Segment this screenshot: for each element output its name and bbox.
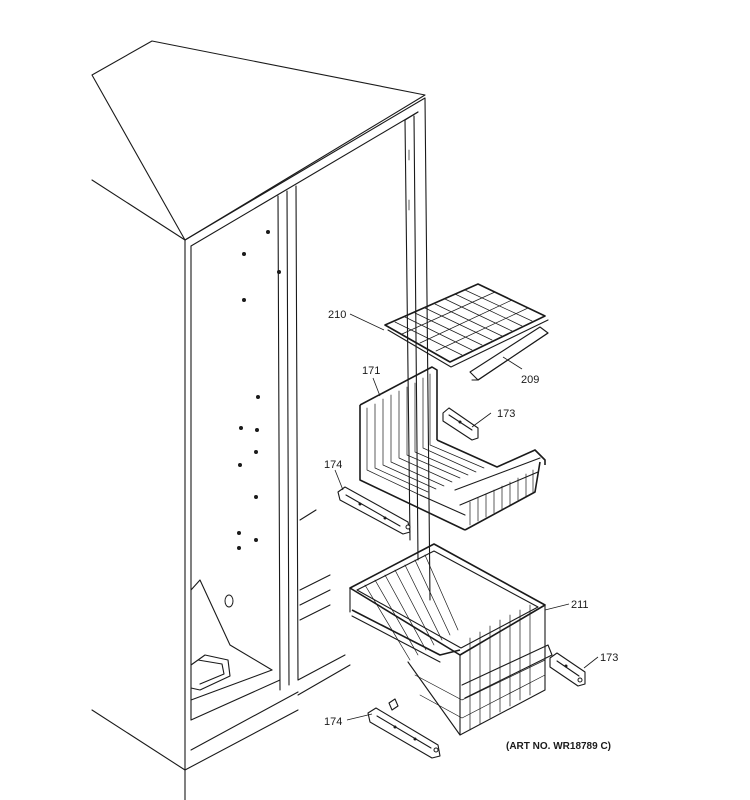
slide-rail-173-upper (442, 407, 479, 441)
label-171: 171 (362, 365, 380, 377)
shelf-trim-209 (469, 326, 549, 381)
label-174-lower: 174 (324, 716, 342, 728)
slide-rail-174-lower (367, 698, 441, 759)
label-209: 209 (521, 374, 539, 386)
mounting-holes (224, 230, 281, 608)
lower-basket-211 (349, 543, 553, 736)
label-210: 210 (328, 309, 346, 321)
label-211: 211 (571, 599, 589, 611)
art-number: (ART NO. WR18789 C) (506, 741, 611, 752)
slide-rail-174-upper (337, 486, 411, 535)
freezer-cabinet (91, 40, 431, 800)
label-174-upper: 174 (324, 459, 342, 471)
label-173-lower: 173 (600, 652, 618, 664)
label-173-upper: 173 (497, 408, 515, 420)
wire-shelf-210 (384, 283, 549, 368)
leader-lines (334, 313, 599, 721)
slide-rail-173-lower (549, 652, 586, 687)
upper-basket-171 (359, 366, 546, 531)
